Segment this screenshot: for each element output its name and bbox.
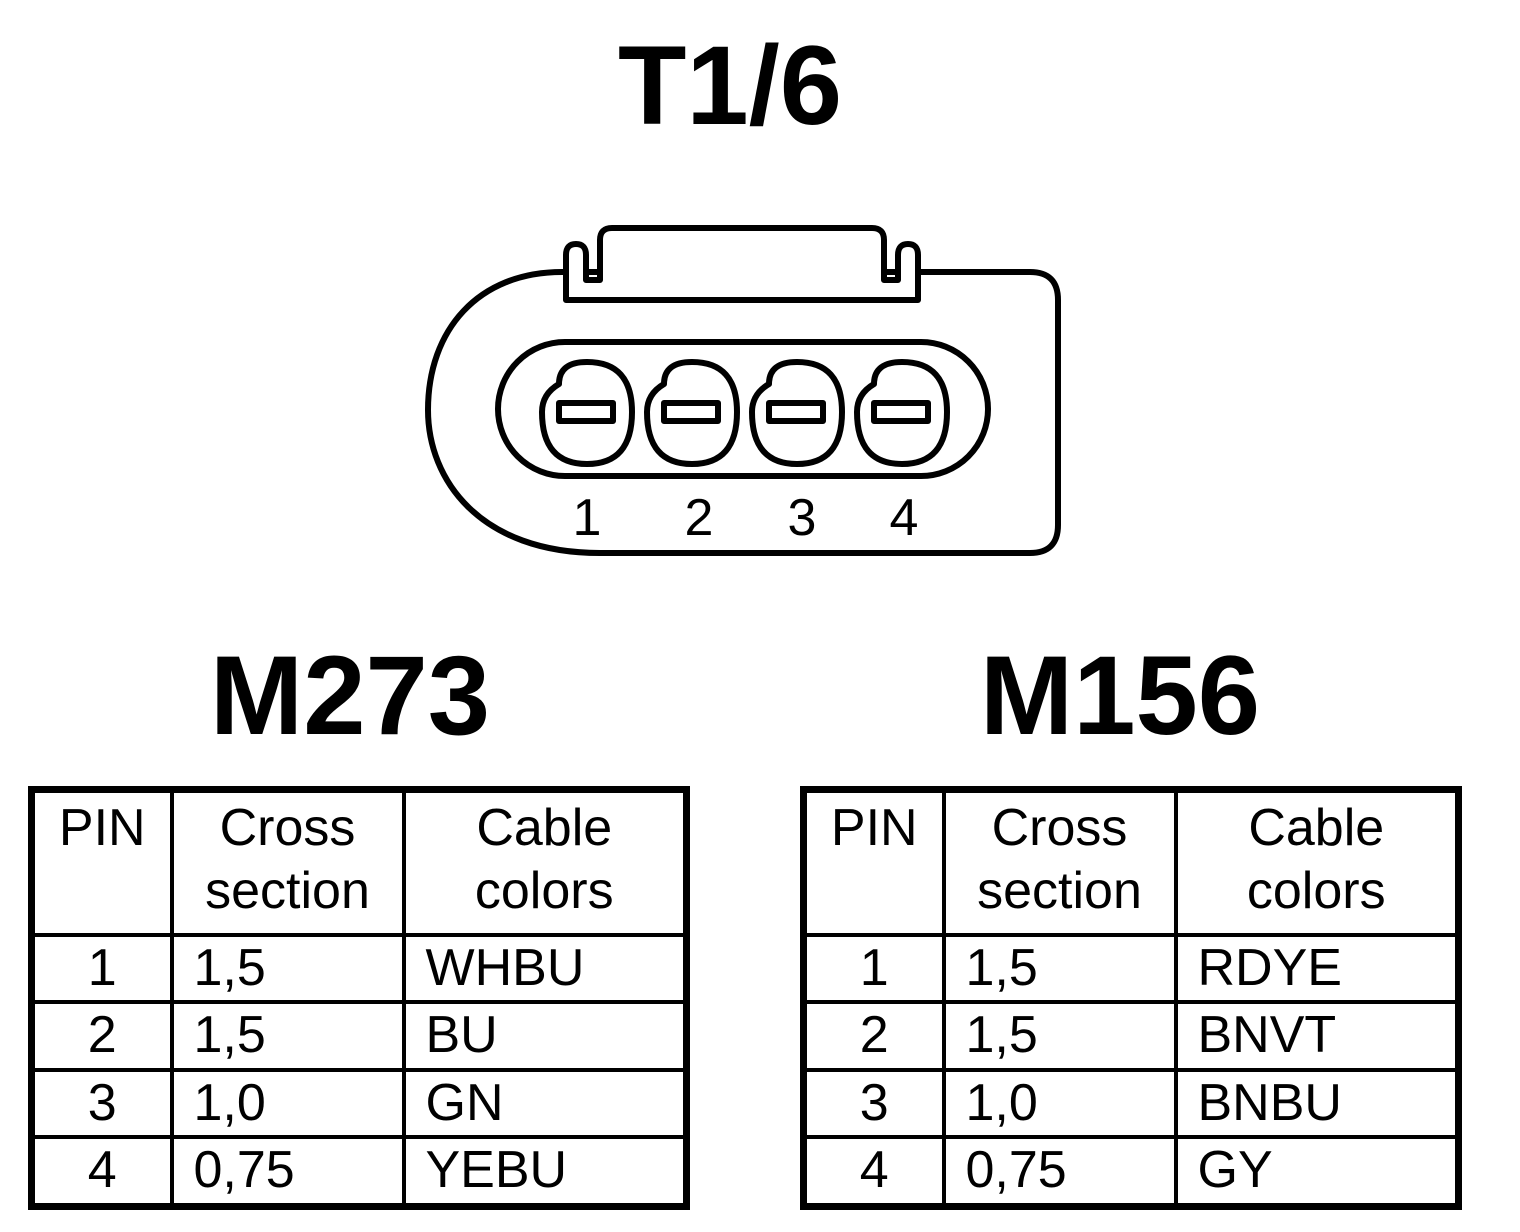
cable-color-cell: BU: [401, 1000, 689, 1072]
cross-section-cell: 0,75: [941, 1135, 1178, 1209]
table-row: 3 1,0 GN: [29, 1067, 689, 1140]
cross-section-cell: 0,75: [169, 1135, 406, 1209]
connector-housing: [425, 269, 1061, 556]
pin-cell: 4: [29, 1135, 174, 1209]
pin-number-1: 1: [573, 489, 602, 547]
pin-socket-4: [854, 359, 950, 467]
table-row: 1 1,5 RDYE: [801, 932, 1461, 1005]
pin-socket-3: [749, 359, 845, 467]
pin-cell: 4: [801, 1135, 946, 1209]
cross-section-cell: 1,5: [169, 932, 406, 1005]
cable-color-cell: BNBU: [1173, 1067, 1461, 1140]
table-header-row: PIN Cross section Cable colors: [801, 787, 1461, 937]
m156-pin-table: PIN Cross section Cable colors 1 1,5 RDY…: [800, 786, 1462, 1210]
header-cross-section: Cross section: [169, 787, 406, 937]
cross-section-cell: 1,5: [941, 932, 1178, 1005]
cross-section-cell: 1,0: [169, 1067, 406, 1140]
table-header-row: PIN Cross section Cable colors: [29, 787, 689, 937]
cable-color-cell: GN: [401, 1067, 689, 1140]
cable-color-cell: RDYE: [1173, 932, 1461, 1005]
header-pin: PIN: [801, 787, 946, 937]
m273-title: M273: [209, 633, 491, 758]
pin-cell: 1: [801, 932, 946, 1005]
pin-socket-1: [539, 359, 635, 467]
pin-number-3: 3: [788, 489, 817, 547]
header-cross-section: Cross section: [941, 787, 1178, 937]
connector-title: T1/6: [617, 23, 843, 148]
table-row: 4 0,75 YEBU: [29, 1135, 689, 1209]
pin-cell: 2: [801, 1000, 946, 1072]
m156-title: M156: [979, 633, 1261, 758]
header-pin: PIN: [29, 787, 174, 937]
pin-number-2: 2: [685, 489, 714, 547]
cable-color-cell: GY: [1173, 1135, 1461, 1209]
cable-color-cell: WHBU: [401, 932, 689, 1005]
table-row: 3 1,0 BNBU: [801, 1067, 1461, 1140]
pin-cell: 1: [29, 932, 174, 1005]
header-cable-colors: Cable colors: [1173, 787, 1461, 937]
cross-section-cell: 1,0: [941, 1067, 1178, 1140]
cable-color-cell: YEBU: [401, 1135, 689, 1209]
pin-cell: 2: [29, 1000, 174, 1072]
table-row: 2 1,5 BNVT: [801, 1000, 1461, 1072]
pin-number-4: 4: [890, 489, 919, 547]
table-row: 1 1,5 WHBU: [29, 932, 689, 1005]
cross-section-cell: 1,5: [169, 1000, 406, 1072]
pin-cell: 3: [801, 1067, 946, 1140]
cable-color-cell: BNVT: [1173, 1000, 1461, 1072]
pin-cell: 3: [29, 1067, 174, 1140]
header-cable-colors: Cable colors: [401, 787, 689, 937]
pin-socket-2: [644, 359, 740, 467]
cross-section-cell: 1,5: [941, 1000, 1178, 1072]
table-row: 4 0,75 GY: [801, 1135, 1461, 1209]
m273-pin-table: PIN Cross section Cable colors 1 1,5 WHB…: [28, 786, 690, 1210]
connector-latch: [563, 225, 921, 303]
connector-diagram: 1 2 3 4: [425, 225, 1061, 556]
table-row: 2 1,5 BU: [29, 1000, 689, 1072]
